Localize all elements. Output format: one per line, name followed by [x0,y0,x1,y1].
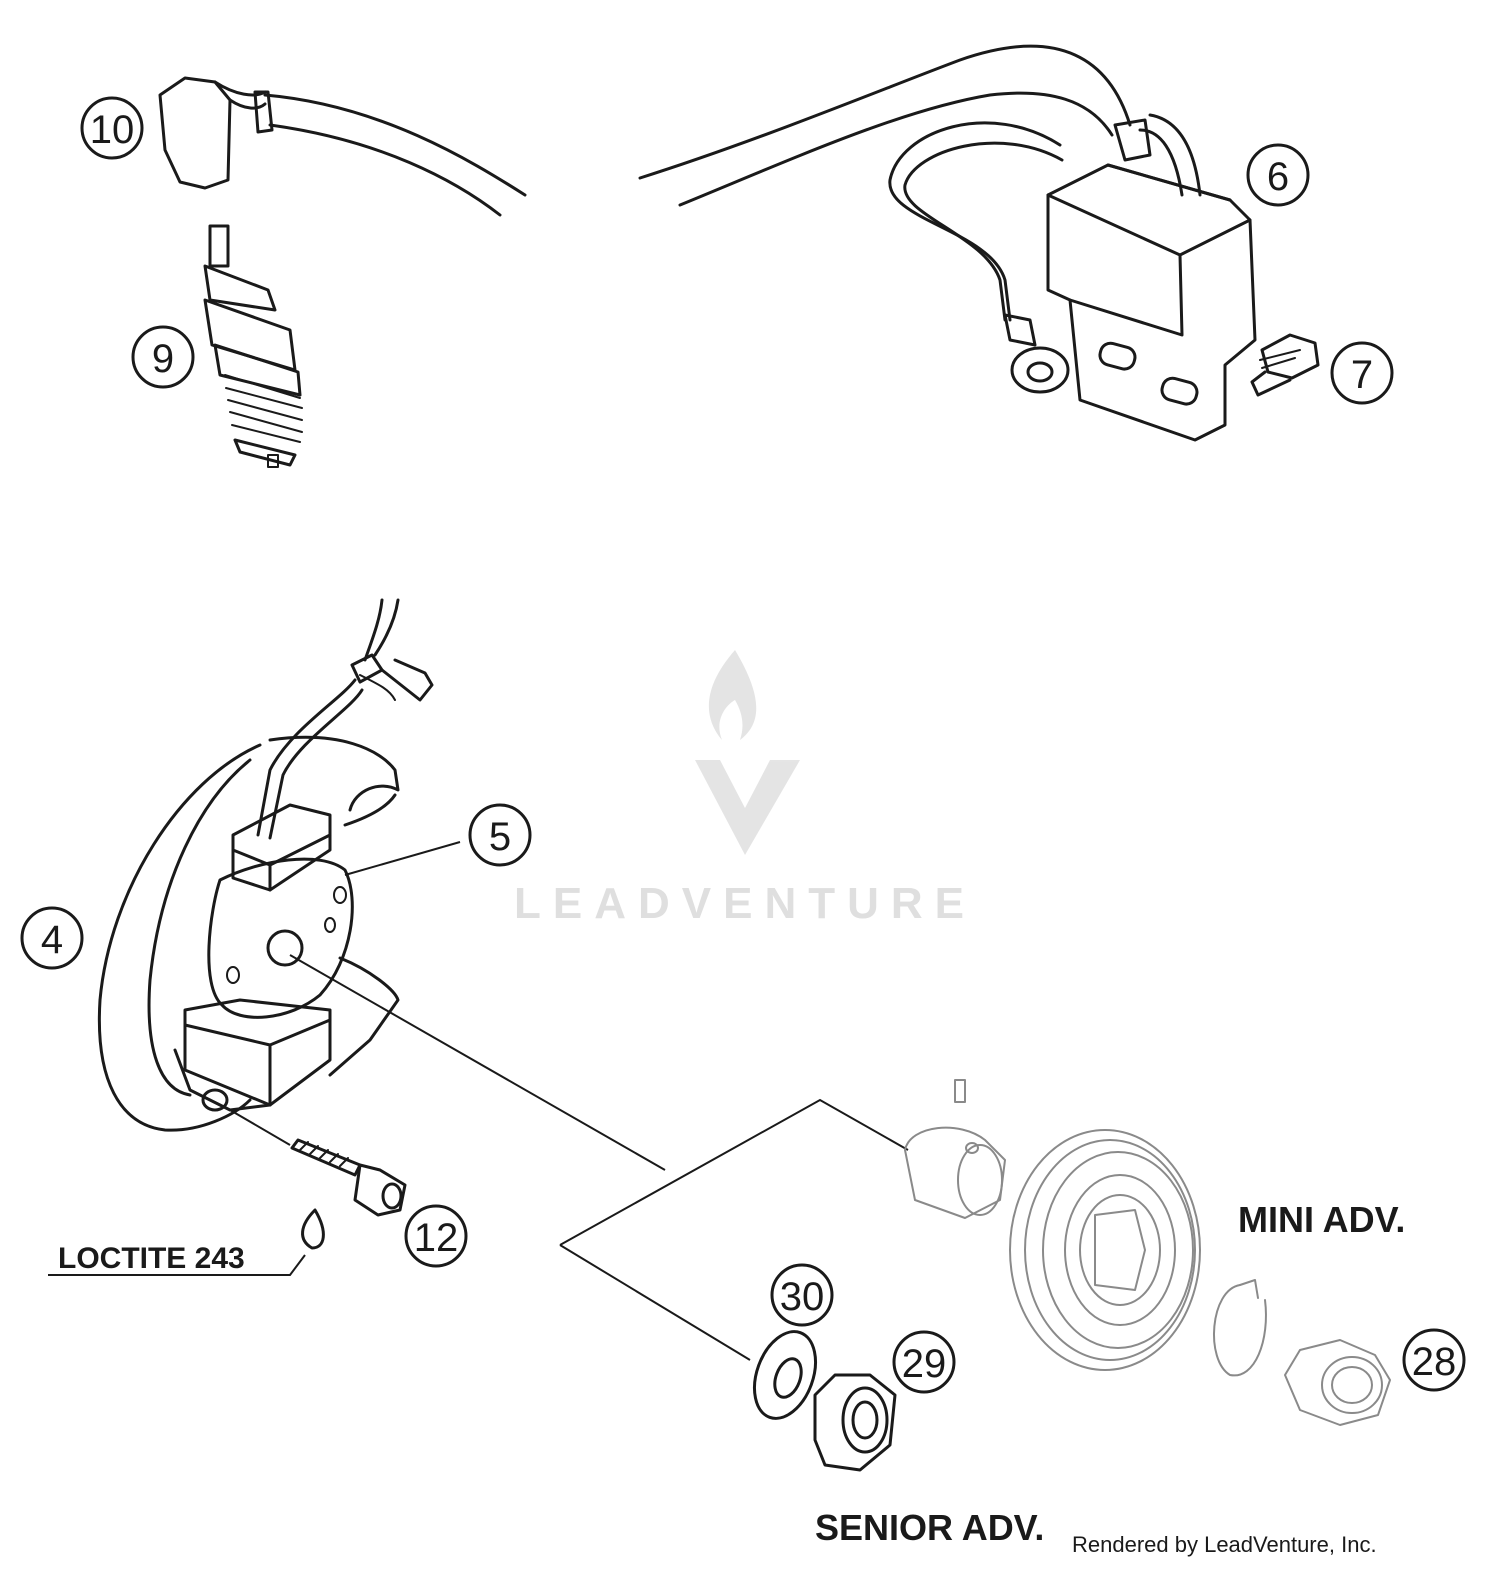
callout-label-30: 30 [780,1275,825,1319]
stator-screw [290,1138,407,1250]
stator-assembly [97,598,434,1132]
callout-28: 28 [1402,1328,1466,1392]
callout-label-29: 29 [902,1342,947,1386]
callout-label-9: 9 [152,337,174,381]
callout-label-12: 12 [414,1216,459,1260]
callout-label-7: 7 [1351,353,1373,397]
callout-6: 6 [1246,143,1310,207]
callout-9: 9 [131,325,195,389]
callout-30: 30 [770,1263,834,1327]
callout-12: 12 [404,1204,468,1268]
loctite-drop-icon [301,1208,325,1250]
ignition-coil [638,44,1257,442]
coil-bolt [1250,333,1320,397]
credit-text: Rendered by LeadVenture, Inc. [1072,1532,1377,1557]
watermark-text: LEADVENTURE [514,879,976,928]
leader-lines [48,841,909,1361]
mini-adv-label: MINI ADV. [1238,1199,1405,1240]
flame-logo-icon [708,650,757,740]
callout-10: 10 [80,96,144,160]
loctite-label: LOCTITE 243 [58,1242,245,1275]
senior-adv-parts [753,1330,897,1472]
callout-7: 7 [1330,341,1394,405]
callout-label-5: 5 [489,815,511,859]
mini-adv-parts [904,1079,1391,1426]
callout-5: 5 [468,803,532,867]
callout-label-6: 6 [1267,155,1289,199]
senior-adv-label: SENIOR ADV. [815,1507,1044,1548]
spark-plug [203,224,303,468]
callout-29: 29 [892,1330,956,1394]
callout-label-4: 4 [41,918,63,962]
spark-plug-cap [158,76,527,217]
callout-label-10: 10 [90,108,135,152]
callout-4: 4 [20,906,84,970]
callout-label-28: 28 [1412,1340,1457,1384]
v-logo-icon [695,760,800,855]
leadventure-watermark: LEADVENTURE [514,650,976,928]
